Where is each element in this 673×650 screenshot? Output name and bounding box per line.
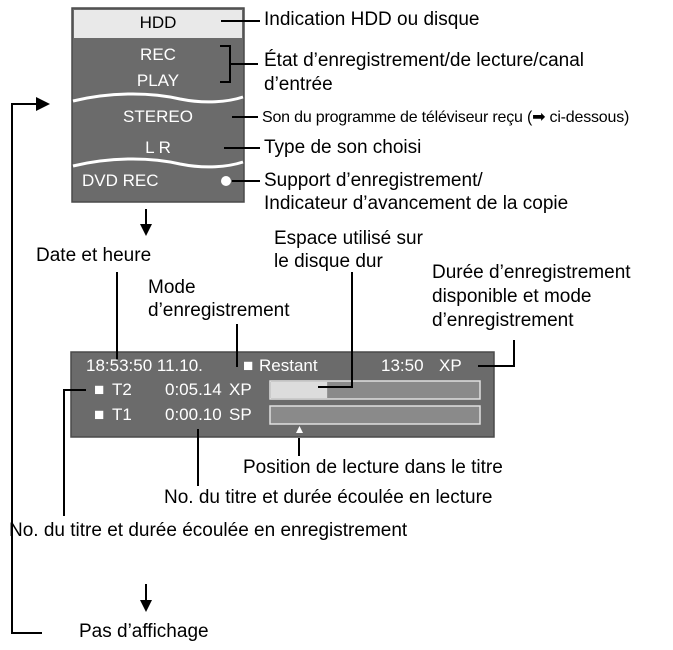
- info-bar: [70, 351, 495, 438]
- callout-sound-type: Type de son choisi: [264, 137, 422, 158]
- arrow-down-1: [140, 209, 152, 236]
- label-mode-2: d’enregistrement: [148, 300, 290, 321]
- callout-rec-play-2: d’entrée: [264, 74, 333, 95]
- osd-stereo-label: STEREO: [123, 107, 193, 126]
- info-rec-elapsed: 0:05.14: [165, 380, 222, 399]
- info-play-mode: SP: [229, 405, 252, 424]
- info-play-title: T1: [112, 405, 132, 424]
- callout-line-rec-title: [63, 389, 86, 516]
- loop-arrow-head-icon: [36, 97, 50, 111]
- label-available-2: disponible et mode: [432, 286, 592, 307]
- info-rec-square-icon: ■: [94, 380, 105, 399]
- info-rec-title: T2: [112, 380, 132, 399]
- play-position-marker-icon: [296, 426, 303, 433]
- label-available-3: d’enregistrement: [432, 310, 574, 331]
- label-rec-title-elapsed: No. du titre et durée écoulée en enregis…: [9, 520, 408, 541]
- callout-hdd-disc: Indication HDD ou disque: [264, 9, 480, 30]
- osd-panel-frame: [71, 7, 245, 203]
- label-available-1: Durée d’enregistrement: [432, 262, 631, 283]
- info-play-elapsed: 0:00.10: [165, 405, 222, 424]
- label-space-2: le disque dur: [274, 251, 383, 272]
- osd-header-band: [74, 10, 242, 38]
- label-play-position: Position de lecture dans le titre: [243, 457, 503, 478]
- loop-line-path: [11, 103, 42, 634]
- osd-separator-wave-2: [72, 157, 244, 169]
- callout-tv-sound: Son du programme de téléviseur reçu (➡ c…: [262, 109, 630, 126]
- play-position-bar: [269, 405, 481, 425]
- callout-media-2: Indicateur d’avancement de la copie: [264, 193, 569, 214]
- label-date-time: Date et heure: [36, 245, 152, 266]
- callout-line-available: [478, 340, 515, 367]
- copy-progress-dot-icon: [221, 176, 231, 186]
- info-remaining-time: 13:50: [381, 356, 424, 375]
- callout-line-space-used: [318, 272, 353, 388]
- osd-lr-label: L R: [145, 138, 171, 157]
- label-mode-1: Mode: [148, 277, 196, 298]
- osd-rec-label: REC: [140, 45, 176, 64]
- osd-dvd-rec-label: DVD REC: [82, 171, 159, 190]
- osd-separator-wave-1: [72, 92, 244, 104]
- info-remaining-label: Restant: [259, 356, 318, 375]
- callout-media-1: Support d’enregistrement/: [264, 170, 483, 191]
- info-remaining-mode: XP: [439, 356, 462, 375]
- label-display-step: Pas d’affichage: [79, 621, 209, 642]
- osd-hdd-label: HDD: [139, 13, 177, 32]
- osd-play-label: PLAY: [136, 71, 180, 90]
- info-play-square-icon: ■: [94, 405, 105, 424]
- info-remaining-square-icon: ■: [243, 356, 254, 375]
- callout-rec-play-1: État d’enregistrement/de lecture/canal: [264, 50, 585, 71]
- arrow-down-2-head-icon: [140, 600, 152, 612]
- label-play-title-elapsed: No. du titre et durée écoulée en lecture: [164, 487, 493, 508]
- loop-line: [11, 97, 50, 634]
- label-space-1: Espace utilisé sur: [274, 228, 423, 249]
- arrow-down-2: [140, 584, 152, 612]
- hdd-usage-fill: [271, 382, 328, 398]
- osd-panel: [71, 7, 245, 203]
- osd-callout-lines: [220, 20, 260, 182]
- info-callout-lines: [63, 272, 515, 516]
- info-rec-mode: XP: [229, 380, 252, 399]
- info-clock: 18:53:50 11.10.: [86, 356, 203, 375]
- arrow-down-1-head-icon: [140, 224, 152, 236]
